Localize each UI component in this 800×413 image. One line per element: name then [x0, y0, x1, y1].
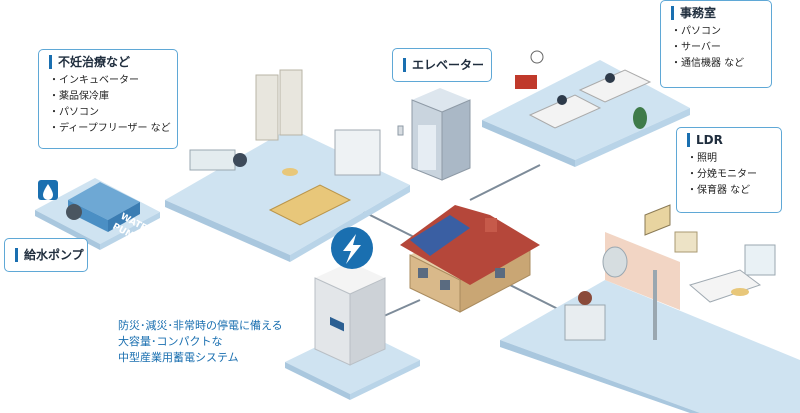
ldr-room	[500, 204, 800, 413]
house	[400, 205, 540, 313]
list-item: サーバー	[671, 40, 761, 56]
list-item: パソコン	[671, 24, 761, 40]
list-item: ディープフリーザー など	[49, 121, 171, 137]
caption-line: 大容量･コンパクトな	[118, 335, 223, 348]
callout-office-title: 事務室	[671, 6, 761, 20]
list-item: 薬品保冷庫	[49, 89, 167, 105]
list-item: パソコン	[49, 105, 167, 121]
battery-area	[285, 262, 420, 400]
callout-ldr-title: LDR	[687, 133, 771, 147]
water-drop-icon	[38, 180, 58, 200]
callout-office-list: パソコン サーバー 通信機器 など	[671, 24, 761, 72]
callout-pump: 給水ポンプ	[4, 238, 88, 272]
callout-elevator: エレベーター	[392, 48, 492, 82]
callout-fertility: 不妊治療など インキュベーター 薬品保冷庫 パソコン ディープフリーザー など	[38, 49, 178, 149]
list-item: 保育器 など	[687, 183, 771, 199]
caption-line: 防災･減災･非常時の停電に備える	[118, 319, 283, 332]
list-item: 照明	[687, 151, 771, 167]
lightning-icon	[331, 227, 373, 269]
callout-ldr: LDR 照明 分娩モニター 保育器 など	[676, 127, 782, 213]
callout-elevator-title: エレベーター	[403, 58, 484, 72]
caption-line: 中型産業用蓄電システム	[118, 351, 239, 364]
callout-ldr-list: 照明 分娩モニター 保育器 など	[687, 151, 771, 199]
office-room	[482, 50, 690, 167]
battery-caption: 防災･減災･非常時の停電に備える 大容量･コンパクトな 中型産業用蓄電システム	[118, 318, 283, 366]
list-item: 通信機器 など	[671, 56, 761, 72]
list-item: インキュベーター	[49, 73, 167, 89]
fertility-room	[165, 69, 410, 262]
list-item: 分娩モニター	[687, 167, 771, 183]
callout-office: 事務室 パソコン サーバー 通信機器 など	[660, 0, 772, 88]
callout-fertility-list: インキュベーター 薬品保冷庫 パソコン ディープフリーザー など	[49, 73, 171, 137]
callout-pump-title: 給水ポンプ	[15, 248, 84, 262]
callout-fertility-title: 不妊治療など	[49, 55, 167, 69]
elevator-shaft	[397, 88, 471, 181]
